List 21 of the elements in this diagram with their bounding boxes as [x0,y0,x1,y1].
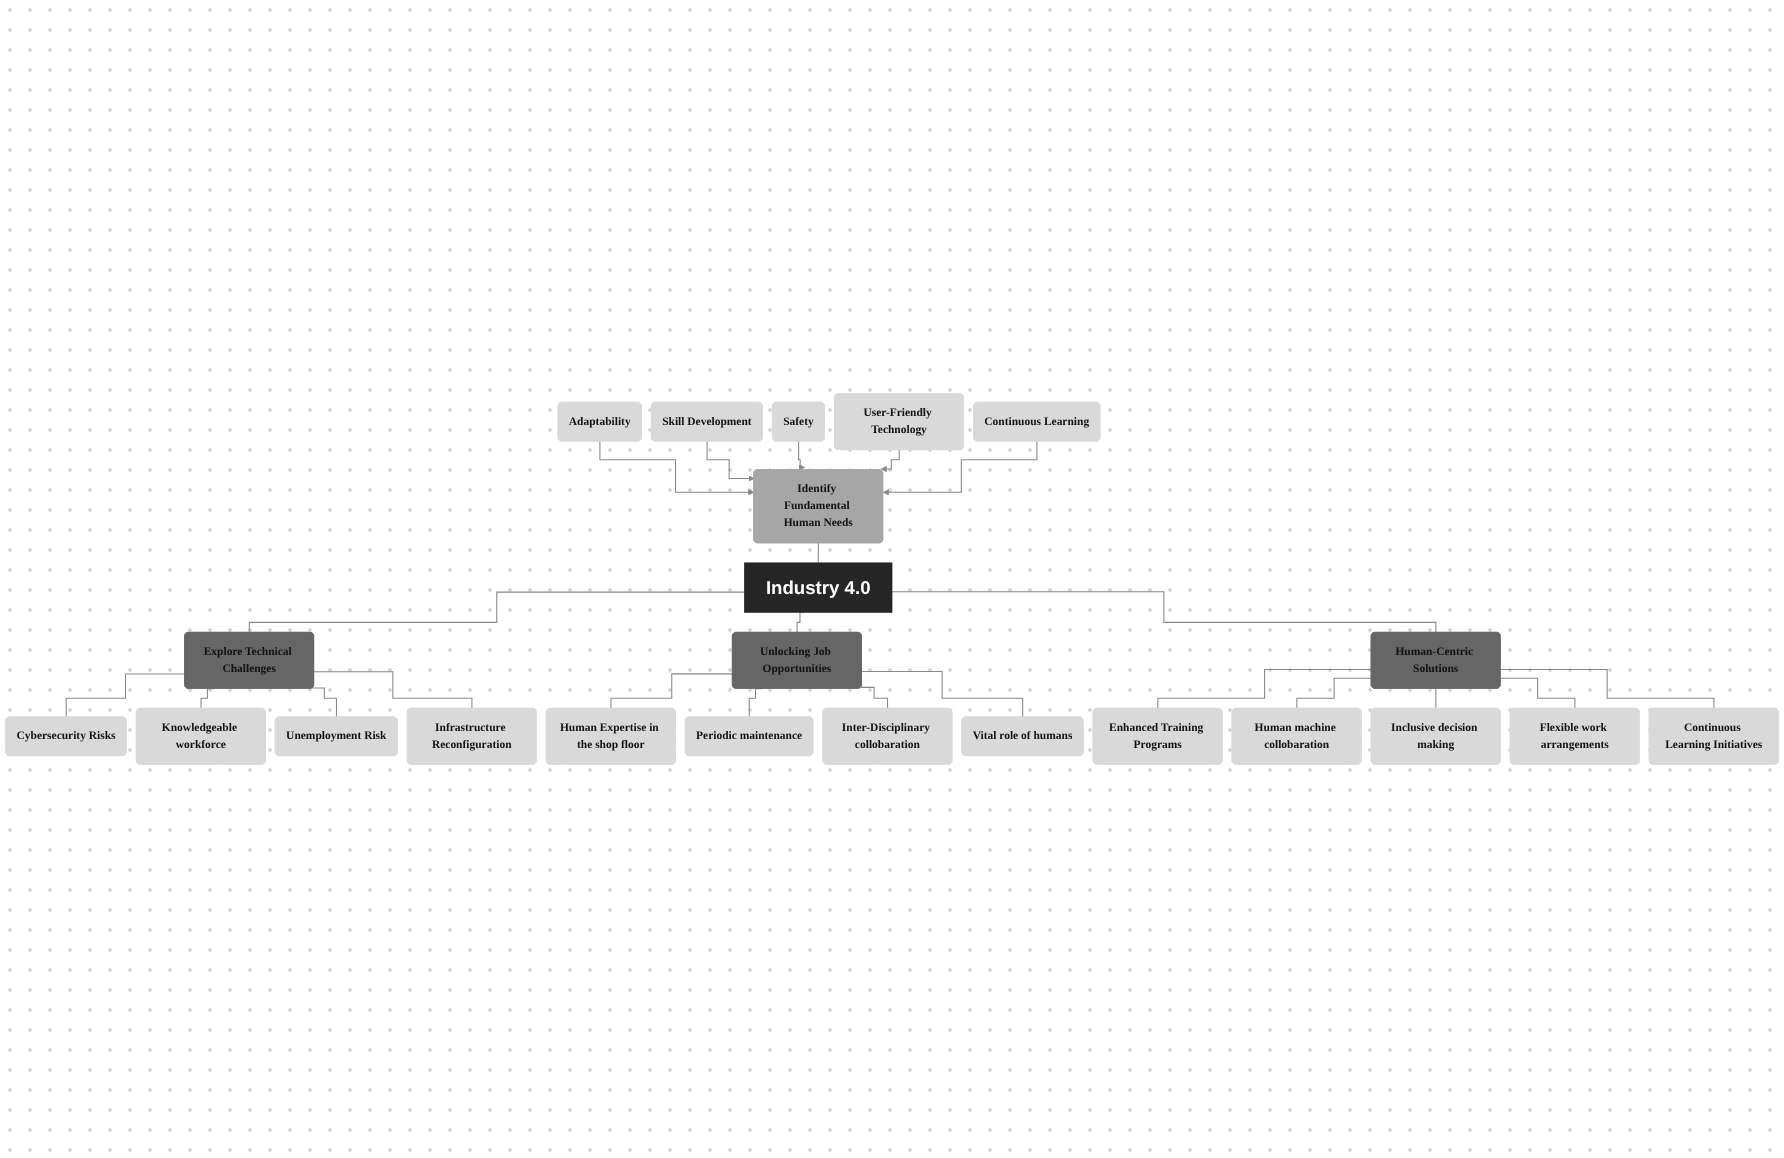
connector [860,686,889,710]
connector [1500,677,1576,710]
connector [1296,677,1373,710]
connector [65,673,186,718]
connector [817,542,820,564]
arrow [880,449,900,473]
connector [1435,688,1437,710]
arrow [706,440,755,482]
connector [1157,668,1373,710]
arrow [798,440,806,471]
arrow [882,440,1038,496]
connector [610,673,734,710]
connector [891,591,1437,634]
node-box: Industry 4.0 [744,562,893,613]
connector [1500,668,1715,710]
connector [248,591,745,634]
connector [313,671,473,710]
arrow [599,440,755,496]
connector [311,687,338,718]
connector [796,611,804,634]
connector [861,671,1024,718]
